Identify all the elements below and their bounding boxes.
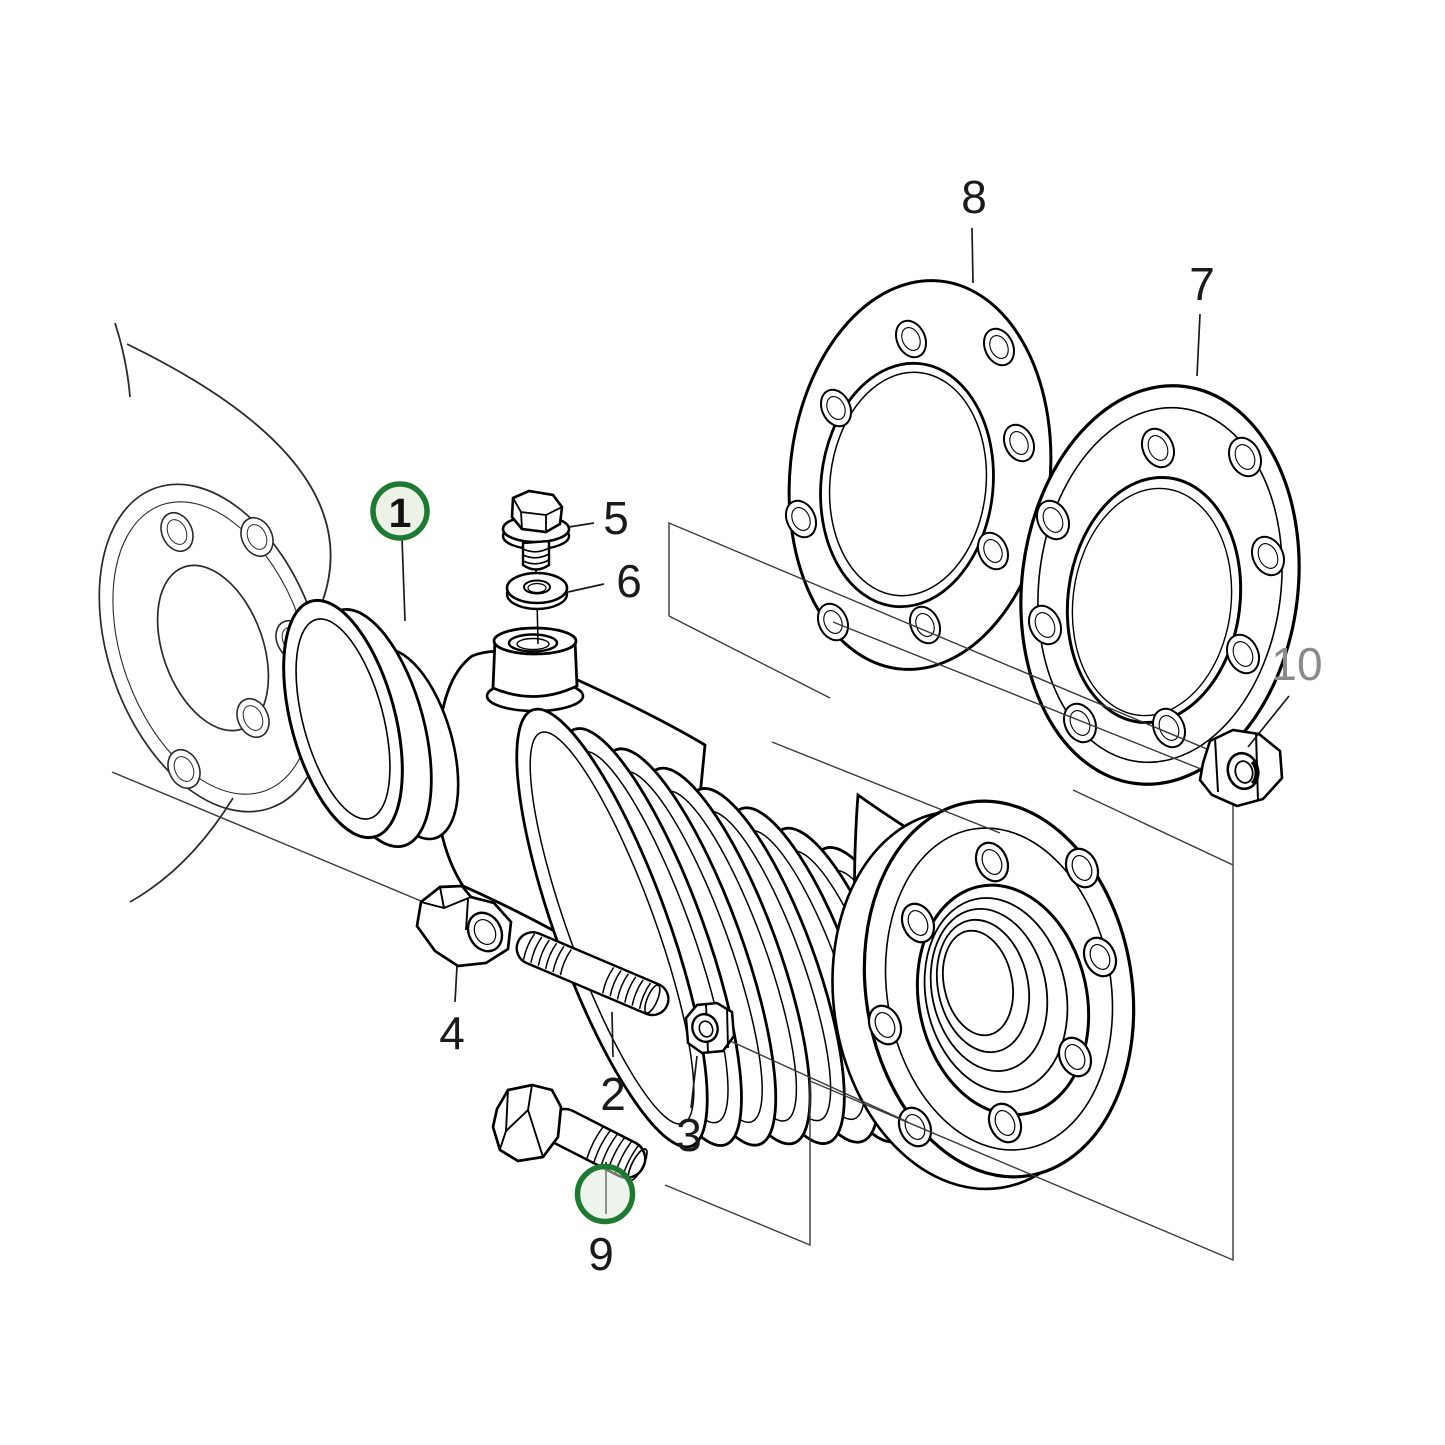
leader-3 xyxy=(690,1055,698,1109)
callout-2-label: 2 xyxy=(600,1068,626,1120)
flange7-bolt-holes xyxy=(1027,427,1286,749)
bolt9-hex-head xyxy=(491,1083,563,1163)
bellows-assembly-item1 xyxy=(282,598,1136,1191)
pipe-stub-edge xyxy=(114,322,131,398)
backing-plane-edge xyxy=(668,615,831,699)
hex-nut-item10 xyxy=(1198,728,1284,808)
boss-body xyxy=(491,638,579,698)
sensor-boss xyxy=(485,626,585,713)
boss-hole-thread xyxy=(516,637,550,651)
bolt5-threads xyxy=(522,547,550,565)
inlet-collar-face xyxy=(282,598,404,840)
outlet-flange-bolt-holes xyxy=(867,841,1118,1148)
bolt-axis-line-stud-right xyxy=(727,1039,909,1123)
flange-item7 xyxy=(1019,384,1301,786)
block-hole-rim xyxy=(473,918,497,946)
hex-bolt-item9 xyxy=(491,1083,648,1182)
washer-hole xyxy=(523,579,551,595)
inlet-collar-rim xyxy=(295,618,391,820)
leader-6 xyxy=(567,583,605,593)
callout-9-circle[interactable] xyxy=(574,1163,636,1225)
callout-6-label: 6 xyxy=(616,555,642,607)
highlight-callout-9[interactable] xyxy=(574,1163,636,1225)
backing-plane-outline xyxy=(664,521,1234,1262)
flange7-bore xyxy=(1065,475,1243,725)
bolt5-head-facets xyxy=(511,497,563,532)
bolt-axis-line-stud-left xyxy=(111,771,434,907)
stud-threads-right xyxy=(602,966,652,1009)
callout-1-circle[interactable] xyxy=(370,481,430,541)
bolt5-hex-head xyxy=(510,489,564,534)
gasket-bore-rim xyxy=(828,371,988,597)
callout-1-number[interactable]: 1 xyxy=(389,490,412,536)
callout-4-label: 4 xyxy=(439,1007,465,1059)
callout-9-label: 9 xyxy=(588,1228,614,1280)
gasket-bore xyxy=(819,361,995,609)
leader-4 xyxy=(454,965,458,1003)
nut3-bore-rim xyxy=(698,1020,714,1038)
stud-threads-left xyxy=(522,933,572,976)
bolt-axis-line-nut10 xyxy=(832,621,1227,780)
hub-cone-outline xyxy=(126,343,332,601)
backing-plane-edge-right xyxy=(1072,789,1234,866)
stud-body xyxy=(515,931,670,1017)
leader-10 xyxy=(1247,695,1290,748)
leader-7 xyxy=(1196,313,1201,377)
assembly-reference-lines xyxy=(111,521,1234,1262)
flange-bolt-item5 xyxy=(501,489,571,645)
nut10-thread-shade xyxy=(1250,761,1258,785)
bolt9-head-facets xyxy=(499,1084,544,1158)
flange7-face-ring xyxy=(1037,406,1283,764)
bolt9-threads xyxy=(586,1126,640,1177)
nut10-bore-rim xyxy=(1234,760,1254,784)
leader-1 xyxy=(401,537,406,622)
outlet-flange-bore xyxy=(915,883,1091,1117)
hex-nut-item3 xyxy=(684,1001,736,1055)
callout-10-label: 10 xyxy=(1271,638,1322,690)
highlight-callout-1[interactable]: 1 xyxy=(370,481,430,541)
washer-hole-rim xyxy=(527,582,547,594)
clamp-block-item4 xyxy=(415,884,513,968)
hub-lower-outline xyxy=(129,797,234,903)
callout-7-label: 7 xyxy=(1189,258,1215,310)
block-facets xyxy=(420,886,472,931)
flange7-bore-rim xyxy=(1071,487,1233,717)
leader-2 xyxy=(611,1011,614,1058)
leader-5 xyxy=(568,522,595,528)
bore-liner-rings xyxy=(923,897,1069,1093)
stud-end-cap xyxy=(644,984,661,1014)
callout-3-label: 3 xyxy=(676,1109,702,1161)
bolt-axis-line-flange xyxy=(771,741,1001,834)
callout-5-label: 5 xyxy=(603,492,629,544)
washer-item6 xyxy=(505,571,569,611)
threaded-stud-item2 xyxy=(515,931,670,1017)
gasket-bolt-holes xyxy=(784,319,1036,645)
leader-8 xyxy=(971,227,974,284)
outlet-flange xyxy=(831,799,1136,1191)
gasket-item8 xyxy=(784,279,1053,671)
callout-8-label: 8 xyxy=(961,171,987,223)
callout-labels: 8 7 10 5 6 4 2 3 9 xyxy=(439,171,1322,1280)
